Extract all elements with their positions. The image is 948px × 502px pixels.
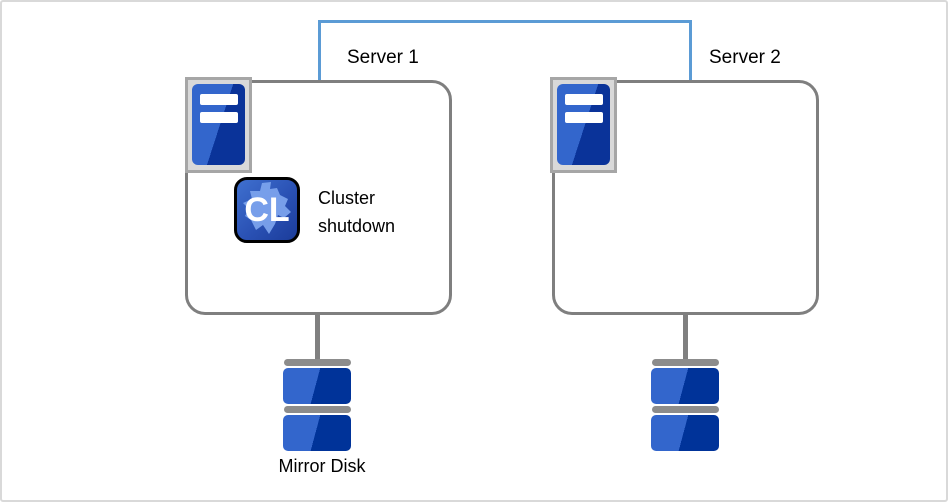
tower-server-icon — [557, 84, 610, 165]
disk-cap — [651, 359, 719, 366]
disk-platter — [283, 368, 351, 404]
server1-mirror-disk-icon — [283, 359, 351, 453]
disk-cap — [283, 359, 351, 366]
server-slot-icon — [565, 112, 603, 123]
server-slot-icon — [200, 94, 238, 105]
interconnect-line — [318, 20, 692, 83]
cl-app-icon: CL — [234, 177, 300, 243]
cluster-shutdown-label: Cluster shutdown — [318, 188, 396, 236]
server2-disk-connector — [683, 314, 688, 363]
server1-disk-connector — [315, 314, 320, 363]
disk-cap — [283, 406, 351, 413]
server1-tower-icon — [185, 77, 252, 173]
disk-platter — [283, 415, 351, 451]
disk-platter — [651, 368, 719, 404]
server2-label: Server 2 — [709, 47, 781, 68]
server-slot-icon — [200, 112, 238, 123]
server2-tower-icon — [550, 77, 617, 173]
mirror-disk-label: Mirror Disk — [278, 456, 366, 476]
server-slot-icon — [565, 94, 603, 105]
cl-letters: CL — [244, 190, 290, 229]
cl-gear-blob-icon — [243, 182, 291, 234]
disk-platter — [651, 415, 719, 451]
server1-label: Server 1 — [347, 47, 419, 68]
disk-cap — [651, 406, 719, 413]
tower-server-icon — [192, 84, 245, 165]
server2-mirror-disk-icon — [651, 359, 719, 453]
